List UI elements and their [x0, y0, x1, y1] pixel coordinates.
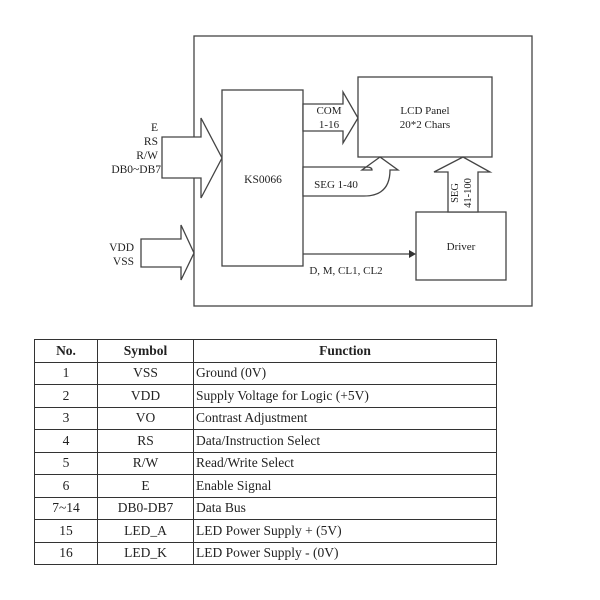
table-header-row: No. Symbol Function	[34, 339, 497, 363]
cell-function: Contrast Adjustment	[193, 406, 497, 430]
input-signal-rs: RS	[144, 136, 158, 148]
cell-function: LED Power Supply - (0V)	[193, 541, 497, 565]
com-label-line1: COM	[316, 105, 341, 117]
seg-1-40-label: SEG 1-40	[314, 179, 358, 191]
cell-no: 2	[34, 384, 98, 408]
cell-symbol: DB0-DB7	[97, 496, 194, 520]
cell-no: 1	[34, 361, 98, 385]
seg-1-40-arrow	[302, 156, 401, 197]
cell-function: Data Bus	[193, 496, 497, 520]
lcd-panel-line2: 20*2 Chars	[400, 119, 450, 131]
cell-symbol: LED_A	[97, 519, 194, 543]
table-row: 2 VDD Supply Voltage for Logic (+5V)	[34, 384, 497, 408]
power-signal-vss: VSS	[113, 256, 134, 268]
lcd-panel-box	[357, 76, 493, 158]
cell-symbol: LED_K	[97, 541, 194, 565]
cell-function: Ground (0V)	[193, 361, 497, 385]
controller-box	[221, 89, 304, 267]
cell-function: LED Power Supply + (5V)	[193, 519, 497, 543]
table-row: 1 VSS Ground (0V)	[34, 361, 497, 385]
table-row: 3 VO Contrast Adjustment	[34, 406, 497, 430]
table-row: 6 E Enable Signal	[34, 474, 497, 498]
cell-function: Data/Instruction Select	[193, 429, 497, 453]
cell-symbol: RS	[97, 429, 194, 453]
control-bus-label: D, M, CL1, CL2	[309, 265, 382, 277]
cell-no: 7~14	[34, 496, 98, 520]
com-label-line2: 1-16	[319, 119, 340, 131]
input-signal-rw: R/W	[136, 150, 158, 162]
table-row: 16 LED_K LED Power Supply - (0V)	[34, 541, 497, 565]
table-row: 4 RS Data/Instruction Select	[34, 429, 497, 453]
cell-symbol: VSS	[97, 361, 194, 385]
cell-no: 4	[34, 429, 98, 453]
input-signal-db: DB0~DB7	[111, 164, 161, 176]
cell-symbol: R/W	[97, 451, 194, 475]
seg-41-100-label-line2: 41-100	[463, 178, 474, 208]
cell-symbol: E	[97, 474, 194, 498]
cell-function: Read/Write Select	[193, 451, 497, 475]
control-bus-arrowhead	[409, 250, 416, 258]
header-symbol: Symbol	[97, 339, 194, 363]
power-signal-vdd: VDD	[109, 242, 134, 254]
table-row: 7~14 DB0-DB7 Data Bus	[34, 496, 497, 520]
header-no: No.	[34, 339, 98, 363]
table-row: 5 R/W Read/Write Select	[34, 451, 497, 475]
input-signal-e: E	[151, 122, 158, 134]
com-arrow	[302, 89, 359, 146]
cell-no: 3	[34, 406, 98, 430]
table-row: 15 LED_A LED Power Supply + (5V)	[34, 519, 497, 543]
controller-label: KS0066	[244, 174, 282, 186]
cell-no: 6	[34, 474, 98, 498]
seg-41-100-arrow	[433, 156, 493, 213]
driver-box	[415, 211, 507, 281]
cell-no: 15	[34, 519, 98, 543]
lcd-panel-line1: LCD Panel	[400, 105, 449, 117]
input-bus-arrow	[161, 117, 223, 199]
cell-no: 16	[34, 541, 98, 565]
driver-label: Driver	[447, 241, 476, 253]
cell-symbol: VO	[97, 406, 194, 430]
header-function: Function	[193, 339, 497, 363]
power-arrow	[140, 224, 195, 281]
seg-41-100-label-line1: SEG	[450, 183, 461, 203]
block-diagram: E RS R/W DB0~DB7 VDD VSS KS0066 COM 1-16…	[109, 35, 533, 307]
cell-symbol: VDD	[97, 384, 194, 408]
cell-no: 5	[34, 451, 98, 475]
cell-function: Enable Signal	[193, 474, 497, 498]
cell-function: Supply Voltage for Logic (+5V)	[193, 384, 497, 408]
pin-function-table: No. Symbol Function 1 VSS Ground (0V) 2 …	[34, 339, 497, 565]
